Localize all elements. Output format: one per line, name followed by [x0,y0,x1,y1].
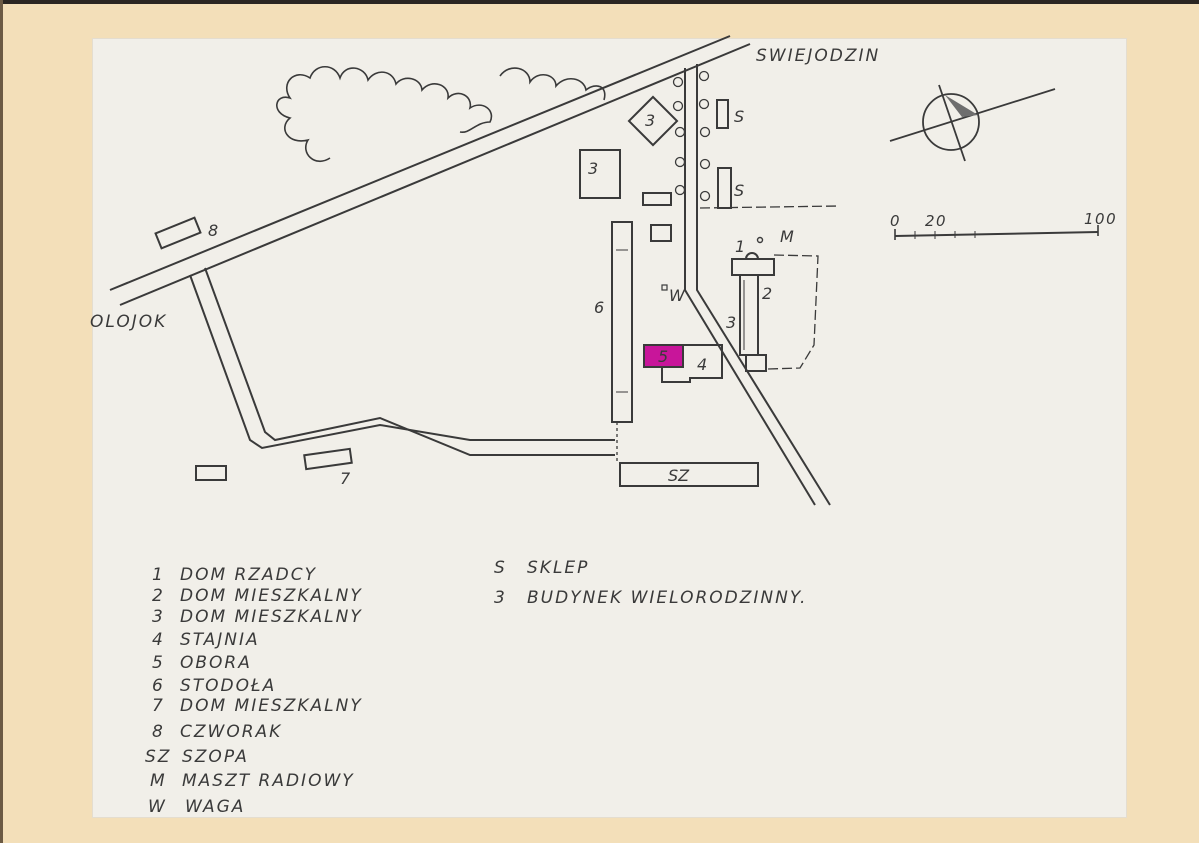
small-shed-1 [642,192,672,206]
legend-code: 8 [152,722,165,742]
legend-code: M [150,771,167,791]
scale-tick-0: 0 [890,212,901,230]
shop-1 [716,99,729,129]
legend-code: 7 [152,696,165,716]
building-sz-shed [619,462,759,487]
legend-text: STAJNIA [180,630,260,650]
legend-code: S [494,558,507,578]
side-road-1 [684,68,816,506]
legend-code: 3 [152,607,165,627]
legend-code: 5 [152,653,165,673]
farm-road-1 [189,274,615,450]
legend-text: SZOPA [182,747,249,767]
side-road-2 [696,64,831,506]
label-b8: 8 [208,221,218,240]
legend-text: SKLEP [527,558,589,578]
scale-bar [894,225,1099,240]
label-b6: 6 [594,298,604,317]
scan-left-edge [0,0,3,843]
farm-road-2 [204,267,615,456]
label-shop-2: S [734,181,744,200]
north-arrow-icon [889,84,1056,162]
label-b3-square: 3 [588,159,598,178]
fence-yard [766,254,819,370]
building-5-cowshed [643,344,684,368]
legend-text: STODOŁA [180,676,276,696]
scan-top-edge [0,0,1199,4]
legend-code: SZ [145,747,171,767]
legend-code: 2 [152,586,165,606]
label-b3-east: 3 [726,313,736,332]
fence-east [699,205,841,209]
scale-tick-20: 20 [925,212,947,230]
building-3-square [579,149,621,199]
label-b2: 2 [762,284,772,303]
tree-row-west [672,70,711,202]
legend-right: S SKLEP 3 BUDYNEK WIELORODZINNY. [494,558,807,608]
legend-code: 4 [152,630,165,650]
legend-code: 1 [152,565,165,585]
label-weigh-scale: W [669,286,686,305]
tree-line [276,65,493,163]
main-road-edge-2 [119,43,751,306]
legend-code: 6 [152,676,165,696]
building-2 [739,274,759,356]
label-b4: 4 [697,355,707,374]
weigh-scale-marker [661,284,668,291]
building-6-barn [611,221,633,423]
building-small-sw [195,465,227,481]
building-3-diamond [627,95,679,147]
legend-text: MASZT RADIOWY [182,771,355,791]
legend-text: DOM MIESZKALNY [180,586,363,606]
scale-tick-100: 100 [1084,210,1117,228]
legend-text: OBORA [180,653,252,673]
legend-text: DOM MIESZKALNY [180,696,363,716]
label-shop-1: S [734,107,744,126]
legend-text: WAGA [185,797,245,817]
label-b7: 7 [340,469,351,488]
building-1 [731,258,775,276]
label-b1: 1 [735,237,745,256]
label-b3-diamond: 3 [645,111,655,130]
building-4-stable [661,344,723,383]
legend-text: BUDYNEK WIELORODZINNY. [527,588,807,608]
building-7 [303,447,353,471]
shop-2 [717,167,732,209]
building-3-east [745,354,767,372]
label-sz: SZ [668,466,690,485]
label-b5: 5 [658,347,668,366]
legend-code: 3 [494,588,507,608]
legend-text: DOM MIESZKALNY [180,607,363,627]
place-west: OLOJOK [90,312,167,332]
place-north: SWIEJODZIN [756,46,880,66]
tree-line-east [499,67,606,101]
main-road-edge-1 [109,35,731,291]
legend-text: DOM RZADCY [180,565,317,585]
legend-code: W [148,797,167,817]
label-mast: M [780,227,794,246]
small-shed-2 [650,224,672,242]
building-8-czworak [154,216,202,250]
legend-left: 1 DOM RZADCY 2 DOM MIESZKALNY 3 DOM MIES… [145,565,363,817]
legend-text: CZWORAK [180,722,282,742]
